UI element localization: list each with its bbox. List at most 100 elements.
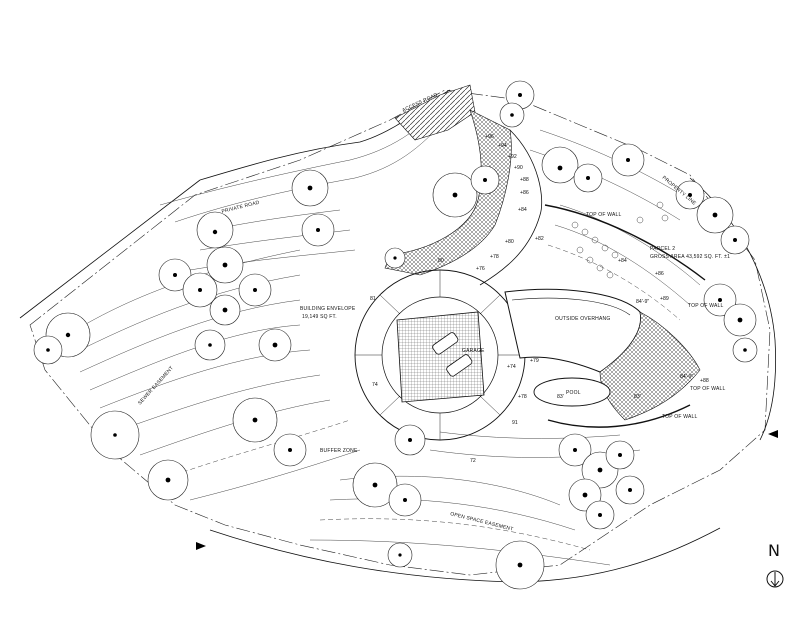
top-of-wall-label: TOP OF WALL bbox=[586, 212, 621, 218]
tree bbox=[33, 335, 63, 365]
buffer-zone-label: BUFFER ZONE bbox=[320, 448, 358, 454]
garage-label: GARAGE bbox=[462, 348, 485, 354]
elevation-label: +96 bbox=[485, 134, 494, 140]
access-road-hatch bbox=[394, 84, 476, 141]
elevation-label: +88 bbox=[520, 177, 529, 183]
top-of-wall-label: TOP OF WALL bbox=[690, 386, 725, 392]
car-icon bbox=[446, 354, 473, 377]
elevation-label: +78 bbox=[490, 254, 499, 260]
tree bbox=[273, 433, 307, 467]
elevation-label: +89 bbox=[660, 296, 669, 302]
plot-edge-south bbox=[209, 527, 721, 583]
overhang-label: OUTSIDE OVERHANG bbox=[555, 316, 610, 322]
pool bbox=[533, 377, 611, 407]
tree bbox=[387, 542, 413, 568]
house-roof-line bbox=[511, 297, 631, 316]
tree bbox=[158, 258, 192, 292]
tree bbox=[258, 328, 292, 362]
retaining-wall-south bbox=[547, 404, 691, 428]
garage bbox=[396, 311, 485, 403]
property-boundary bbox=[29, 89, 771, 576]
elevation-label: 84'-9" bbox=[636, 299, 649, 305]
driveway-edge bbox=[479, 129, 543, 286]
tree bbox=[723, 303, 757, 337]
tree bbox=[432, 172, 478, 218]
trees bbox=[33, 80, 758, 590]
tree bbox=[605, 440, 635, 470]
top-of-wall-label: TOP OF WALL bbox=[688, 303, 723, 309]
car-icon bbox=[432, 332, 459, 355]
tree bbox=[194, 329, 226, 361]
plot-edge-northwest bbox=[19, 179, 201, 319]
retaining-wall-east bbox=[544, 204, 706, 281]
tree bbox=[720, 225, 750, 255]
tree bbox=[703, 283, 737, 317]
pool-label: POOL bbox=[566, 390, 581, 396]
tree bbox=[232, 397, 278, 443]
tree bbox=[90, 410, 140, 460]
elevation-label: 83' bbox=[557, 394, 564, 400]
tree bbox=[696, 196, 734, 234]
contour-number: 91 bbox=[512, 420, 518, 426]
elevation-label: 84'-9" bbox=[680, 374, 693, 380]
tree bbox=[301, 213, 335, 247]
elevation-label: +80 bbox=[505, 239, 514, 245]
contour-number: 72 bbox=[470, 458, 476, 464]
elevation-label: +79 bbox=[530, 358, 539, 364]
elevation-label: +84 bbox=[618, 258, 627, 264]
private-road-label: PRIVATE ROAD bbox=[221, 200, 260, 215]
elevation-label: +78 bbox=[518, 394, 527, 400]
north-label: N bbox=[768, 541, 780, 560]
elevation-label: +90 bbox=[514, 165, 523, 171]
tree bbox=[573, 163, 603, 193]
open-space-easement-label: OPEN SPACE EASEMENT bbox=[450, 511, 514, 533]
tree bbox=[558, 433, 592, 467]
elevation-label: +86 bbox=[655, 271, 664, 277]
tree bbox=[499, 102, 525, 128]
tree bbox=[196, 211, 234, 249]
elevation-label: +82 bbox=[535, 236, 544, 242]
elevation-label: +88 bbox=[700, 378, 709, 384]
tree bbox=[352, 462, 398, 508]
sewer-easement-label: SEWER EASEMENT bbox=[137, 365, 175, 406]
tree bbox=[388, 483, 422, 517]
tree bbox=[732, 337, 758, 363]
section-marker-icon bbox=[196, 542, 206, 550]
tree bbox=[238, 273, 272, 307]
tree bbox=[384, 247, 406, 269]
tree bbox=[615, 475, 645, 505]
contour-number: 80 bbox=[438, 258, 444, 264]
building-envelope-label: BUILDING ENVELOPE bbox=[300, 306, 356, 312]
tree bbox=[182, 272, 218, 308]
tree bbox=[611, 143, 645, 177]
elevation-label: +74 bbox=[507, 364, 516, 370]
ring-spokes bbox=[355, 270, 525, 440]
tree bbox=[470, 165, 500, 195]
pool-deck bbox=[599, 311, 701, 421]
elevation-label: 83' bbox=[634, 394, 641, 400]
north-arrow-icon bbox=[766, 570, 784, 588]
elevation-label: +76 bbox=[476, 266, 485, 272]
tree bbox=[541, 146, 579, 184]
tree bbox=[585, 500, 615, 530]
tree bbox=[206, 246, 244, 284]
elevation-label: +92 bbox=[508, 154, 517, 160]
tree bbox=[495, 540, 545, 590]
contour-number: 74 bbox=[372, 382, 378, 388]
elevation-label: +84 bbox=[518, 207, 527, 213]
tree bbox=[209, 294, 241, 326]
building-area-label: 19,149 SQ FT. bbox=[302, 314, 337, 320]
shrub-dots bbox=[571, 201, 669, 279]
section-marker-icon bbox=[768, 430, 778, 438]
road-line-2 bbox=[174, 119, 446, 223]
tree bbox=[394, 424, 426, 456]
tree bbox=[147, 459, 189, 501]
elevation-label: +94 bbox=[498, 143, 507, 149]
elevation-label: +86 bbox=[520, 190, 529, 196]
contour-number: 81 bbox=[370, 296, 376, 302]
gross-area-label: GROSS AREA 43,592 SQ. FT. ±1 bbox=[650, 254, 730, 260]
parcel-label: PARCEL 2 bbox=[650, 246, 675, 252]
tree bbox=[675, 180, 705, 210]
top-of-wall-label: TOP OF WALL bbox=[662, 414, 697, 420]
